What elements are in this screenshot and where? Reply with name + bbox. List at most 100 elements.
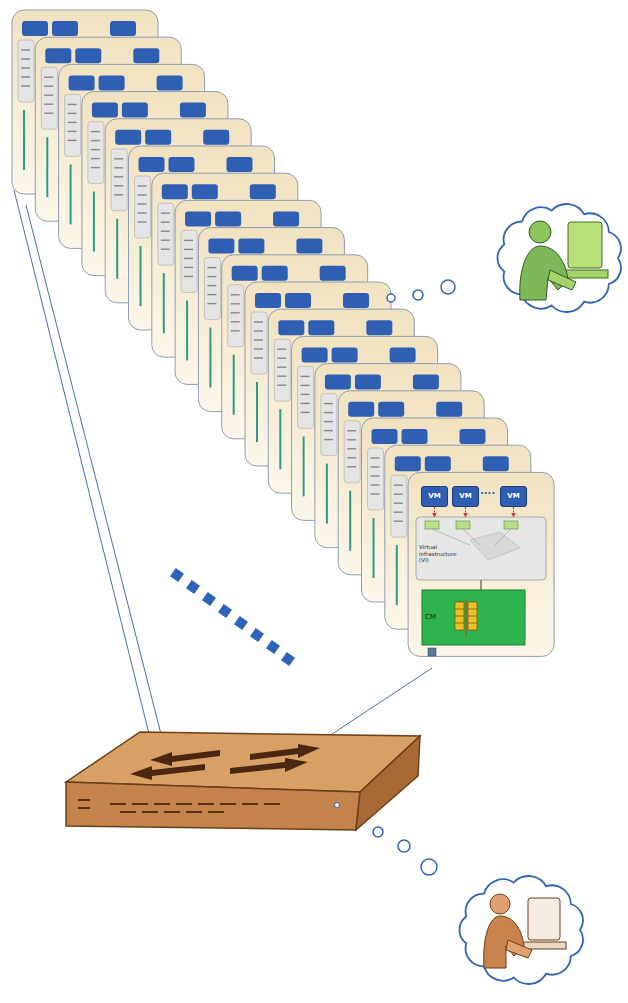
server-card <box>394 494 403 495</box>
server-card <box>320 266 346 281</box>
user-figure-brown <box>490 894 510 914</box>
server-card <box>425 456 451 471</box>
server-card <box>138 194 147 195</box>
vm-link-arrow <box>434 507 435 517</box>
server-card <box>44 112 53 113</box>
server-card <box>371 493 380 494</box>
server-card <box>99 75 125 90</box>
network-switch <box>208 811 224 813</box>
front-card-detail <box>455 602 464 630</box>
user-figure-brown <box>484 916 524 968</box>
server-card <box>408 472 554 656</box>
thought-bubble <box>398 840 410 852</box>
server-card <box>21 67 30 68</box>
server-card <box>366 320 392 335</box>
server-card <box>250 184 276 199</box>
server-card <box>373 518 375 578</box>
server-card <box>233 355 235 415</box>
server-card <box>254 330 263 331</box>
server-card <box>378 402 404 417</box>
continuation-dashes <box>170 568 295 666</box>
server-card <box>21 58 30 59</box>
server-card <box>372 429 398 444</box>
server-card <box>139 157 165 172</box>
network-switch <box>230 758 308 774</box>
uplink-wire <box>14 190 432 742</box>
server-card <box>231 312 240 313</box>
server-card <box>207 294 216 295</box>
thought-bubble <box>421 859 437 875</box>
server-card <box>92 103 118 118</box>
server-card <box>395 456 421 471</box>
server-card <box>180 103 206 118</box>
server-card <box>70 164 72 224</box>
vm-label: VM <box>428 493 440 500</box>
server-card <box>52 21 78 36</box>
server-card <box>69 75 95 90</box>
server-card <box>344 421 360 483</box>
network-switch <box>176 803 192 805</box>
user-figure-green <box>520 246 568 300</box>
server-card <box>169 157 195 172</box>
server-card <box>277 358 286 359</box>
network-switch <box>142 811 158 813</box>
server-card <box>278 320 304 335</box>
server-card <box>231 330 240 331</box>
thought-bubble <box>387 294 395 302</box>
server-card <box>301 394 310 395</box>
front-card-detail <box>468 609 477 610</box>
server-card <box>324 439 333 440</box>
network-switch <box>164 811 180 813</box>
network-switch <box>154 803 170 805</box>
server-card <box>204 258 220 320</box>
board-link-wire <box>480 580 481 590</box>
continuation-dashes <box>266 640 280 654</box>
server-card <box>114 158 123 159</box>
front-card-detail <box>495 529 511 545</box>
server-card <box>91 158 100 159</box>
front-card-detail <box>455 623 464 624</box>
server-card <box>277 349 286 350</box>
network-switch <box>66 732 420 830</box>
server-card <box>325 375 351 390</box>
server-card <box>460 429 486 444</box>
server-card <box>138 221 147 222</box>
server-card <box>110 21 136 36</box>
network-switch <box>66 782 360 830</box>
server-card-stack <box>12 10 554 656</box>
server-card <box>255 293 281 308</box>
vm-link-arrow <box>513 507 514 517</box>
server-card <box>93 192 95 252</box>
user-figure-green <box>568 222 602 268</box>
continuation-dashes <box>202 592 216 606</box>
server-card <box>394 521 403 522</box>
server-card <box>349 491 351 551</box>
server-card <box>394 485 403 486</box>
server-card <box>184 276 193 277</box>
server-card <box>390 347 416 362</box>
thought-cloud <box>459 204 620 984</box>
front-card-detail <box>504 521 518 529</box>
server-card <box>408 472 554 656</box>
server-card <box>391 475 407 537</box>
continuation-dashes <box>234 616 248 630</box>
server-card <box>273 211 299 226</box>
server-card <box>324 412 333 413</box>
server-card <box>158 203 174 265</box>
server-card <box>348 402 374 417</box>
server-card <box>347 439 356 440</box>
server-card <box>114 176 123 177</box>
server-card <box>44 103 53 104</box>
server-card <box>402 429 428 444</box>
server-card <box>232 266 258 281</box>
server-card <box>303 436 305 496</box>
server-card <box>262 266 288 281</box>
server-card <box>181 230 197 292</box>
server-card <box>301 403 310 404</box>
server-card <box>301 385 310 386</box>
server-card <box>45 48 71 63</box>
server-card <box>207 276 216 277</box>
server-card <box>68 113 77 114</box>
server-card <box>301 412 310 413</box>
server-card <box>91 167 100 168</box>
